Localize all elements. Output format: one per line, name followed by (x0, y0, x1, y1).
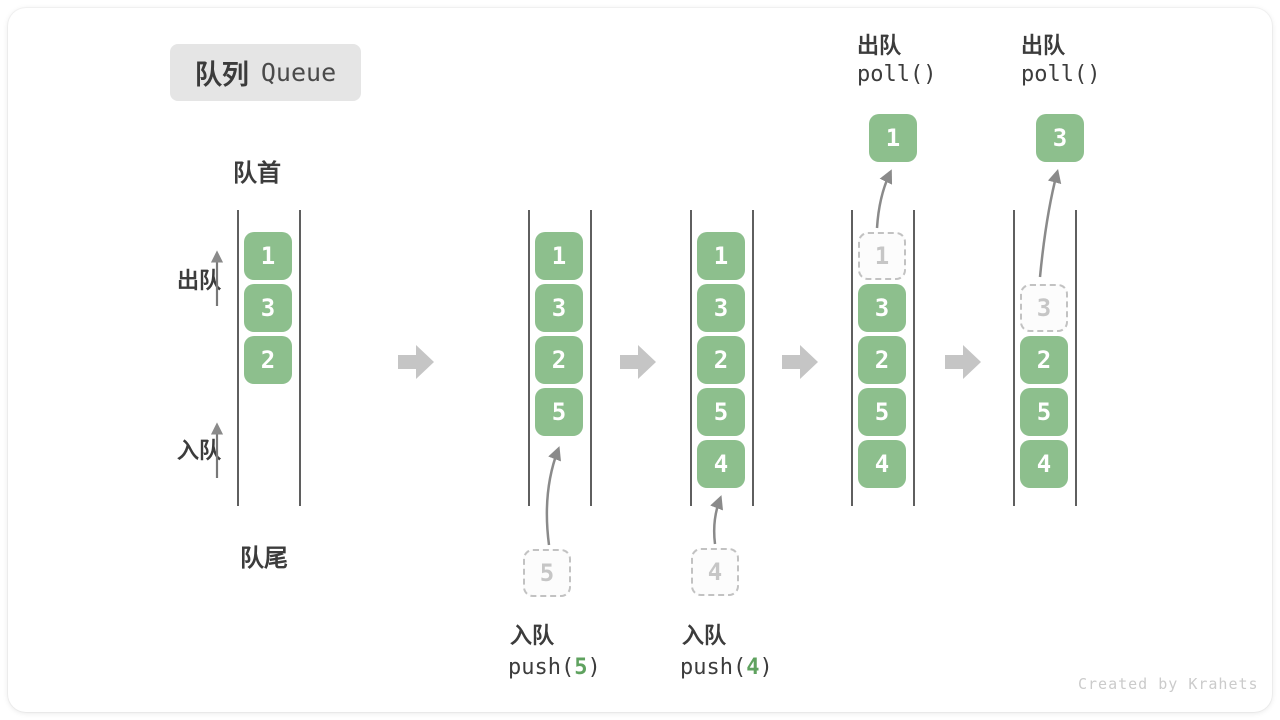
dequeue3-arrow (1038, 169, 1062, 278)
queue4-cell: 4 (858, 440, 906, 488)
queue2-wall-left (528, 210, 530, 506)
queue5-cell: 2 (1020, 336, 1068, 384)
title-zh: 队列 (194, 60, 249, 91)
queue2-wall-right (590, 210, 592, 506)
queue2-cell: 1 (535, 232, 583, 280)
label-queue-rear: 队尾 (240, 544, 288, 572)
queue5-op-code: poll() (1021, 62, 1101, 87)
queue4-dequeued-slot: 1 (858, 232, 906, 280)
title-en: Queue (260, 58, 337, 87)
queue5-outgoing-cell: 3 (1036, 114, 1084, 162)
queue1-wall-left (237, 210, 239, 506)
queue4-cell: 2 (858, 336, 906, 384)
push-arg: 5 (574, 655, 588, 680)
queue4-op-label: 出队 (857, 34, 902, 59)
queue1-wall-right (299, 210, 301, 506)
queue2-incoming-cell: 5 (523, 549, 571, 597)
queue3-wall-left (690, 210, 692, 506)
dequeue1-arrow (875, 169, 893, 229)
queue2-op-code: push(5) (508, 655, 601, 680)
enqueue5-arrow (545, 446, 562, 546)
queue3-cell: 5 (697, 388, 745, 436)
label-queue-front: 队首 (233, 159, 281, 187)
watermark: Created by Krahets (1078, 675, 1259, 693)
queue3-cell: 4 (697, 440, 745, 488)
queue3-cell: 3 (697, 284, 745, 332)
queue2-op-label: 入队 (510, 624, 555, 649)
enqueue4-arrow (710, 495, 724, 545)
queue1-cell: 1 (244, 232, 292, 280)
queue4-wall-right (913, 210, 915, 506)
queue3-wall-right (752, 210, 754, 506)
queue2-cell: 5 (535, 388, 583, 436)
queue3-op-label: 入队 (682, 624, 727, 649)
queue3-cell: 2 (697, 336, 745, 384)
label-enqueue-left: 入队 (177, 439, 222, 464)
queue4-outgoing-cell: 1 (869, 114, 917, 162)
queue5-dequeued-slot: 3 (1020, 284, 1068, 332)
diagram-title-box: 队列 Queue (170, 44, 361, 101)
queue4-op-code: poll() (857, 62, 937, 87)
queue5-cell: 4 (1020, 440, 1068, 488)
queue4-wall-left (851, 210, 853, 506)
queue3-cell: 1 (697, 232, 745, 280)
queue4-cell: 5 (858, 388, 906, 436)
queue5-wall-right (1075, 210, 1077, 506)
queue5-cell: 5 (1020, 388, 1068, 436)
queue1-cell: 2 (244, 336, 292, 384)
queue5-wall-left (1013, 210, 1015, 506)
queue5-op-label: 出队 (1021, 34, 1066, 59)
queue3-incoming-cell: 4 (691, 548, 739, 596)
push-arg: 4 (746, 655, 760, 680)
queue3-op-code: push(4) (680, 655, 773, 680)
queue4-cell: 3 (858, 284, 906, 332)
queue1-cell: 3 (244, 284, 292, 332)
queue2-cell: 3 (535, 284, 583, 332)
queue2-cell: 2 (535, 336, 583, 384)
label-dequeue-left: 出队 (177, 269, 222, 294)
